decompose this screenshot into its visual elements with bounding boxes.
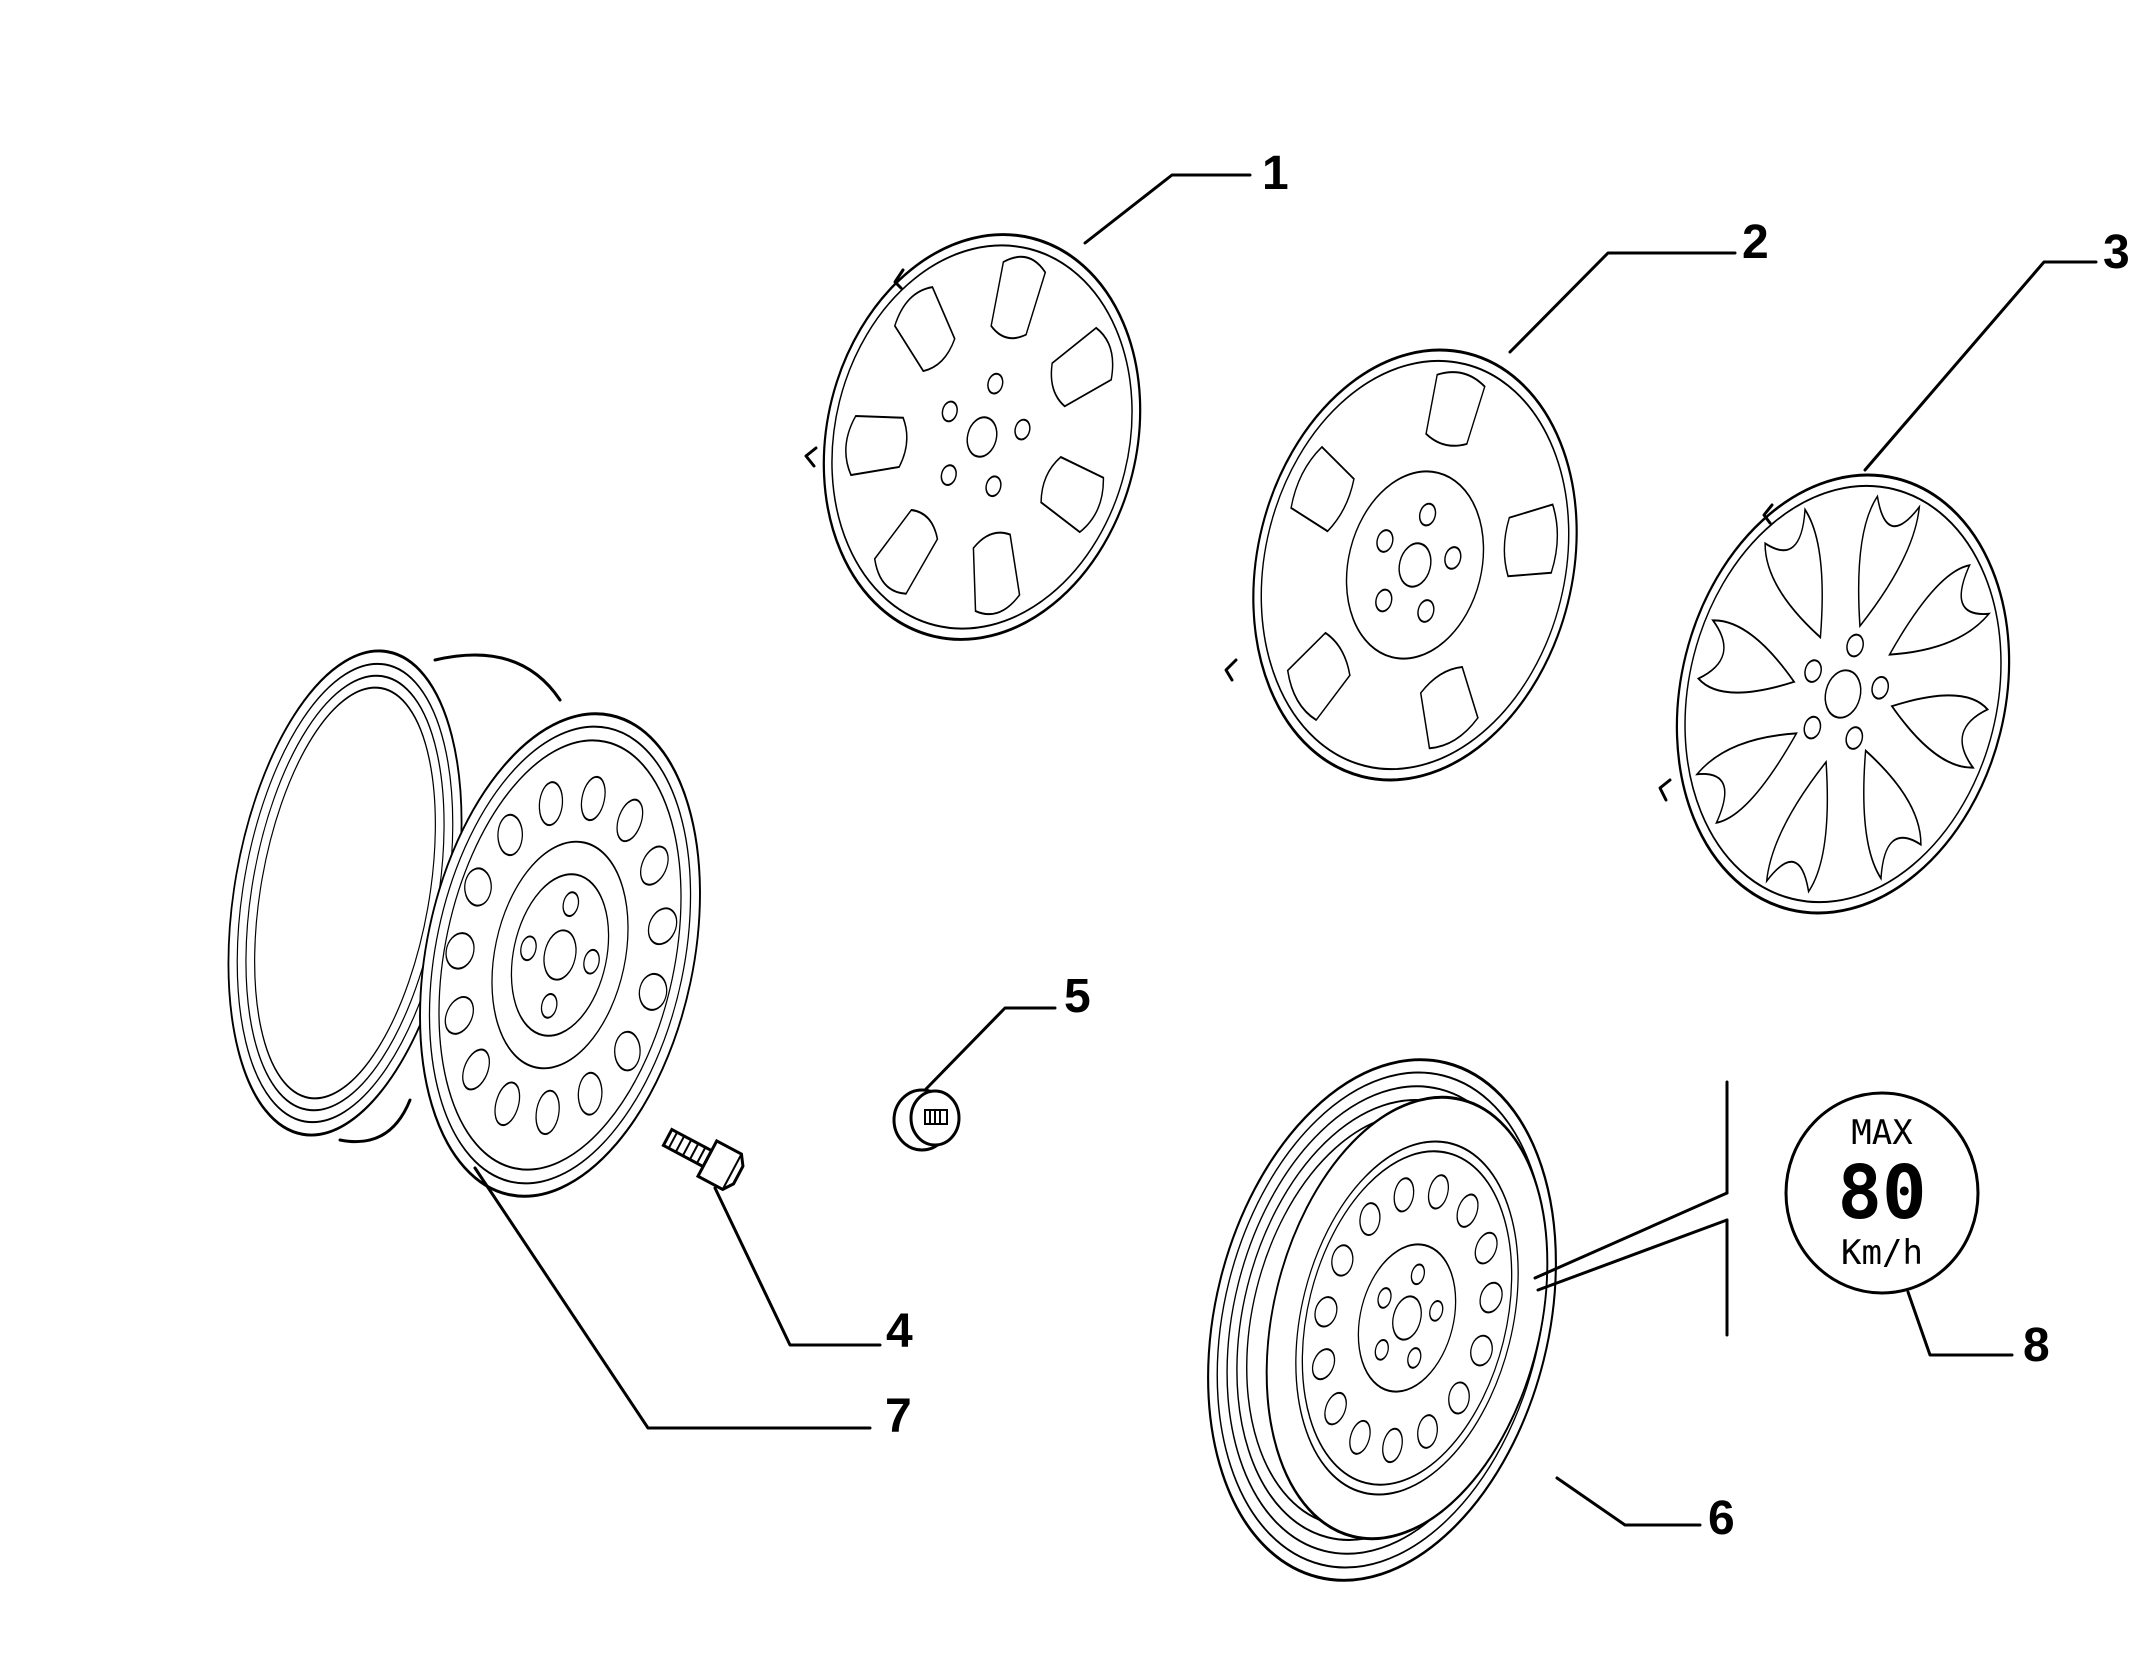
speed-limit-sign-8: MAX 80 Km/h xyxy=(1784,1091,1980,1295)
callout-2: 2 xyxy=(1742,216,1769,269)
hubcap-3 xyxy=(1658,473,2011,915)
sign-bracket xyxy=(1533,1080,1729,1337)
steel-rim-7 xyxy=(227,649,701,1198)
wheel-bolt-4 xyxy=(661,1127,745,1192)
hubcap-2 xyxy=(1224,348,1578,782)
callout-5: 5 xyxy=(1064,970,1091,1023)
spare-wheel-6 xyxy=(1207,1058,1557,1582)
callout-4: 4 xyxy=(886,1305,913,1358)
sign-unit-text: Km/h xyxy=(1841,1233,1923,1273)
callout-3: 3 xyxy=(2103,226,2130,279)
centre-cap-5 xyxy=(892,1088,961,1152)
callout-7: 7 xyxy=(885,1390,912,1443)
callout-6: 6 xyxy=(1708,1492,1735,1545)
callout-1: 1 xyxy=(1262,147,1289,200)
callout-8: 8 xyxy=(2023,1319,2050,1372)
callout-labels: 1 2 3 4 5 6 7 8 xyxy=(885,147,2130,1545)
leader-lines xyxy=(473,173,2098,1527)
sign-speed-value: 80 xyxy=(1837,1150,1926,1236)
hubcap-1 xyxy=(804,233,1142,641)
sign-max-text: MAX xyxy=(1851,1113,1913,1153)
